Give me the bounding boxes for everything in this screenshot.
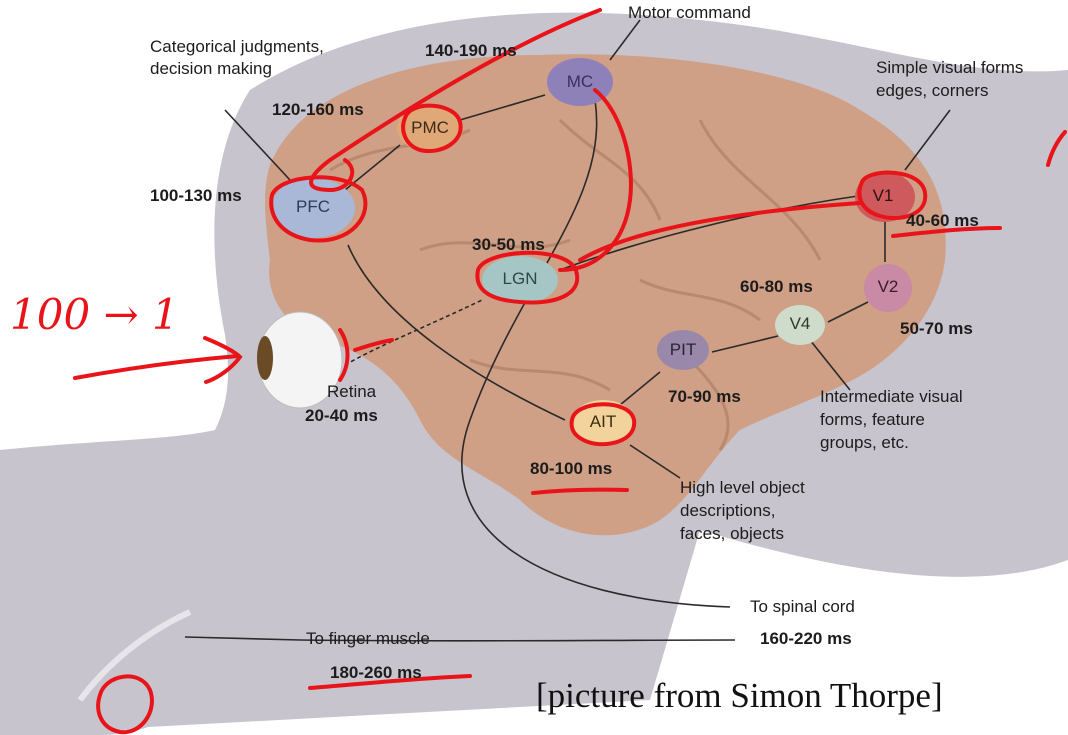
timing-lgn: 30-50 ms <box>472 234 545 256</box>
pupil <box>257 336 273 380</box>
label-motor-command: Motor command <box>628 2 751 24</box>
label-finger-muscle: To finger muscle <box>306 628 430 650</box>
node-label-v4: V4 <box>785 314 815 334</box>
timing-ait: 80-100 ms <box>530 458 612 480</box>
label-simple-line1: Simple visual forms <box>876 57 1023 79</box>
timing-pfc: 100-130 ms <box>150 185 242 207</box>
node-label-v2: V2 <box>873 277 903 297</box>
label-high-line2: descriptions, <box>680 500 775 522</box>
node-label-pmc: PMC <box>405 118 455 138</box>
timing-v2: 50-70 ms <box>900 318 973 340</box>
node-label-mc: MC <box>560 72 600 92</box>
label-categorical-line2: decision making <box>150 58 272 80</box>
node-label-lgn: LGN <box>495 269 545 289</box>
timing-v1: 40-60 ms <box>906 210 979 232</box>
timing-mc: 140-190 ms <box>425 40 517 62</box>
timing-retina: 20-40 ms <box>305 405 378 427</box>
timing-finger: 180-260 ms <box>330 662 422 684</box>
label-categorical-line1: Categorical judgments, <box>150 36 324 58</box>
ink-arrow-eye <box>75 338 240 382</box>
label-intermediate-line3: groups, etc. <box>820 432 909 454</box>
label-high-line1: High level object <box>680 477 805 499</box>
label-high-line3: faces, objects <box>680 523 784 545</box>
handwritten-annotation: 100 → 1 <box>10 290 179 339</box>
label-spinal-cord: To spinal cord <box>750 596 855 618</box>
timing-pmc: 120-160 ms <box>272 99 364 121</box>
timing-pit: 70-90 ms <box>668 386 741 408</box>
label-retina: Retina <box>327 381 376 403</box>
picture-credit: [picture from Simon Thorpe] <box>536 676 943 716</box>
node-label-pit: PIT <box>663 340 703 360</box>
node-label-v1: V1 <box>868 186 898 206</box>
node-label-pfc: PFC <box>288 197 338 217</box>
node-label-ait: AIT <box>583 412 623 432</box>
label-intermediate-line1: Intermediate visual <box>820 386 963 408</box>
label-intermediate-line2: forms, feature <box>820 409 925 431</box>
timing-v4: 60-80 ms <box>740 276 813 298</box>
timing-spinal: 160-220 ms <box>760 628 852 650</box>
label-simple-line2: edges, corners <box>876 80 988 102</box>
